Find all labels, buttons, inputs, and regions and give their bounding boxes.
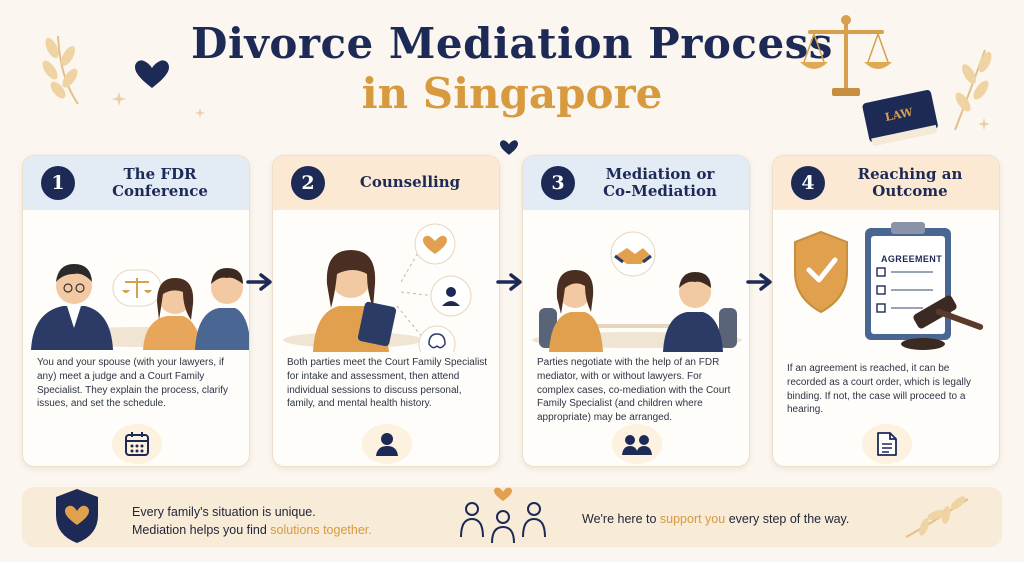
counselling-illustration xyxy=(283,223,472,352)
step-card-4: 4 Reaching an Outcome AGREEMENT If an ag… xyxy=(772,155,1000,467)
family-icon xyxy=(460,487,546,544)
arrow-right-icon xyxy=(746,273,772,291)
footer-highlight: support you xyxy=(659,512,726,526)
title-line-1: Divorce Mediation Process xyxy=(191,19,833,68)
clipboard-icon xyxy=(865,222,951,340)
footer-message-left: Every family's situation is unique. Medi… xyxy=(132,503,372,539)
document-icon xyxy=(877,432,897,456)
sparkle-icon xyxy=(195,108,205,118)
step-card-1: 1 The FDR Conference You and your spouse… xyxy=(22,155,250,467)
step-description: Parties negotiate with the help of an FD… xyxy=(537,357,731,424)
scales-icon xyxy=(122,278,152,298)
step-description: Both parties meet the Court Family Speci… xyxy=(287,357,488,410)
step-card-2: 2 Counselling Both parties meet the Cour… xyxy=(272,155,500,467)
heart-icon xyxy=(135,60,169,88)
step-header: 3 Mediation or Co-Mediation xyxy=(523,156,749,210)
sparkle-icon xyxy=(112,92,126,106)
step-title: Reaching an Outcome xyxy=(857,164,963,200)
calendar-icon xyxy=(125,432,149,456)
step-header: 4 Reaching an Outcome xyxy=(773,156,999,210)
shield-heart-icon xyxy=(56,489,98,543)
shield-check-icon xyxy=(794,230,848,314)
step-card-3: 3 Mediation or Co-Mediation Parties nego… xyxy=(522,155,750,467)
step-title: The FDR Conference xyxy=(112,164,208,200)
agreement-label: AGREEMENT xyxy=(881,254,943,264)
step-icon-badge xyxy=(362,424,412,464)
outcome-illustration xyxy=(794,222,984,350)
footer-banner: Every family's situation is unique. Medi… xyxy=(22,487,1002,547)
mediation-illustration xyxy=(532,231,742,352)
step-number: 3 xyxy=(541,166,575,200)
step-icon-badge xyxy=(612,424,662,464)
handshake-icon xyxy=(614,248,652,264)
leaf-branch-icon xyxy=(905,496,969,538)
footer-line-1: Every family's situation is unique. xyxy=(132,505,316,519)
page-title: Divorce Mediation Process in Singapore xyxy=(0,19,1024,119)
footer-message-right: We're here to support you every step of … xyxy=(582,512,850,526)
leaf-branch-icon xyxy=(954,49,992,131)
step-icon-badge xyxy=(112,424,162,464)
step-number: 1 xyxy=(41,166,75,200)
footer-line-2: Mediation helps you find solutions toget… xyxy=(132,523,372,538)
step-icon-badge xyxy=(862,424,912,464)
step-header: 2 Counselling xyxy=(273,156,499,210)
person-icon xyxy=(376,433,398,456)
arrow-right-icon xyxy=(246,273,272,291)
step-number: 4 xyxy=(791,166,825,200)
fdr-conference-illustration xyxy=(31,264,249,350)
footer-highlight: solutions together. xyxy=(270,523,372,538)
step-description: If an agreement is reached, it can be re… xyxy=(787,363,971,416)
heart-icon xyxy=(500,140,518,155)
step-title: Counselling xyxy=(359,173,461,192)
step-description: You and your spouse (with your lawyers, … xyxy=(37,357,229,410)
arrow-right-icon xyxy=(496,273,522,291)
leaf-branch-icon xyxy=(42,35,79,105)
sparkle-icon xyxy=(978,118,990,130)
step-number: 2 xyxy=(291,166,325,200)
two-people-icon xyxy=(622,435,652,455)
gavel-icon xyxy=(901,295,984,350)
title-line-2: in Singapore xyxy=(361,69,663,119)
scales-of-justice-icon xyxy=(800,15,892,96)
step-title: Mediation or Co-Mediation xyxy=(603,164,717,200)
step-header: 1 The FDR Conference xyxy=(23,156,249,210)
